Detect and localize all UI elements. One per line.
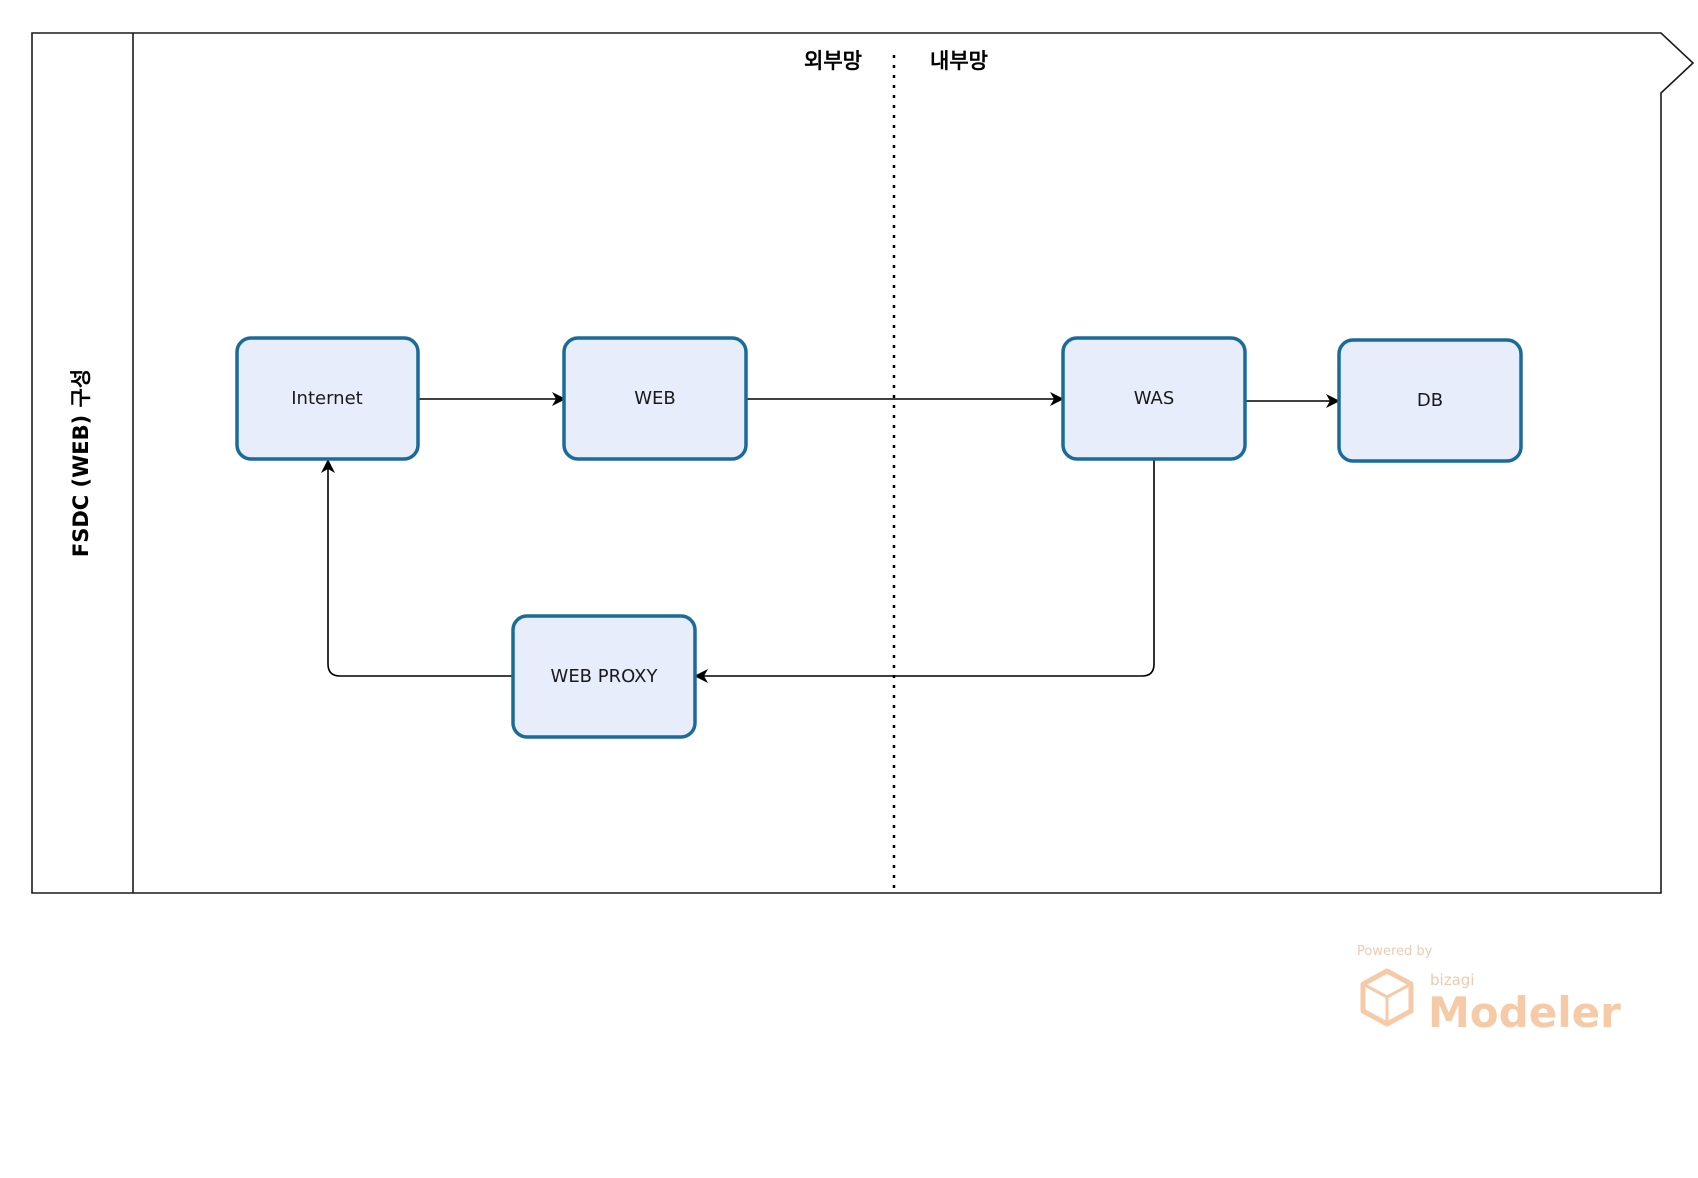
- watermark-brand: bizagi: [1430, 971, 1474, 989]
- node-was-label: WAS: [1134, 388, 1175, 409]
- pool-boundary: [31, 32, 1695, 894]
- node-db[interactable]: DB: [1337, 338, 1523, 463]
- pool-title: FSDC (WEB) 구성: [69, 369, 93, 557]
- node-was[interactable]: WAS: [1061, 336, 1247, 461]
- node-web[interactable]: WEB: [562, 336, 748, 461]
- edge-web-proxy-to-internet[interactable]: [321, 459, 512, 677]
- edge-was-to-web-proxy[interactable]: [694, 459, 1155, 683]
- node-internet-label: Internet: [291, 388, 362, 409]
- node-internet[interactable]: Internet: [235, 336, 420, 461]
- node-web-proxy[interactable]: WEB PROXY: [511, 614, 697, 739]
- zone-label-internal: 내부망: [930, 49, 988, 73]
- bizagi-watermark: Powered by bizagi Modeler: [1357, 944, 1621, 1037]
- node-web-proxy-label: WEB PROXY: [551, 666, 659, 687]
- node-web-label: WEB: [634, 388, 676, 409]
- zone-label-external: 외부망: [804, 49, 862, 73]
- bizagi-cube-icon: [1360, 968, 1414, 1027]
- watermark-powered-by: Powered by: [1357, 944, 1433, 959]
- watermark-product: Modeler: [1428, 988, 1621, 1037]
- node-db-label: DB: [1417, 390, 1443, 411]
